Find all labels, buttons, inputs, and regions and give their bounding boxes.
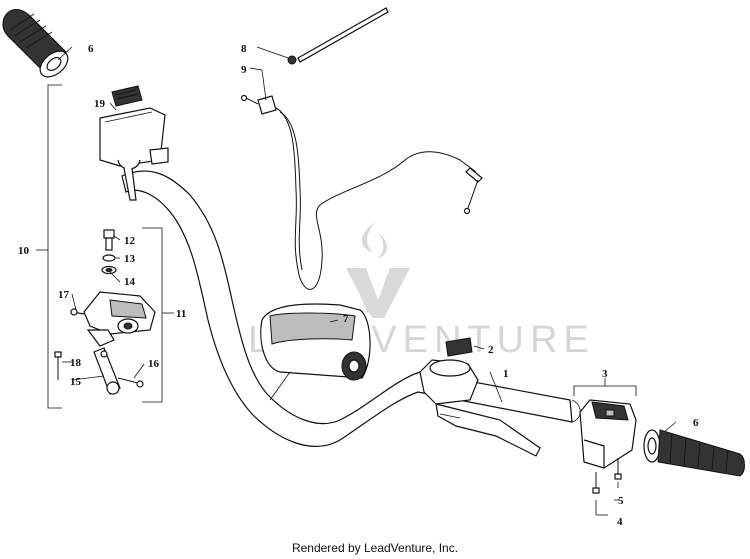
callout-10: 10	[18, 245, 30, 257]
callout-12: 12	[124, 235, 136, 247]
right-grip	[643, 429, 745, 477]
callout-16: 16	[148, 358, 160, 370]
callout-7: 7	[343, 313, 349, 325]
assembly-bracket-10	[36, 84, 62, 409]
callout-6-right: 6	[693, 417, 699, 429]
assembly-bracket-11	[142, 227, 174, 403]
callout-19: 19	[94, 98, 106, 110]
assembly-bracket-3	[573, 378, 637, 396]
brake-lever-assembly	[419, 337, 541, 457]
callout-5: 5	[618, 495, 624, 507]
leader-lines	[57, 46, 677, 516]
callout-13: 13	[124, 253, 136, 265]
handlebar-pad	[260, 303, 371, 401]
left-grip	[2, 9, 69, 78]
callout-4: 4	[617, 516, 623, 528]
callout-1: 1	[503, 368, 509, 380]
footer-credit: Rendered by LeadVenture, Inc.	[291, 541, 459, 555]
callout-15: 15	[70, 376, 82, 388]
callout-6-left: 6	[88, 43, 94, 55]
switch-housing	[579, 399, 637, 494]
callout-11: 11	[176, 308, 186, 320]
cable-tie	[287, 7, 389, 65]
watermark-logo	[346, 222, 410, 318]
callout-3: 3	[602, 368, 608, 380]
callout-2: 2	[488, 344, 494, 356]
callout-9: 9	[241, 64, 247, 76]
throttle-assembly-upper	[99, 107, 169, 201]
throttle-cable	[240, 94, 483, 290]
callout-14: 14	[124, 276, 136, 288]
label-sticker-19	[111, 85, 143, 107]
callout-8: 8	[241, 43, 247, 55]
callout-18: 18	[70, 357, 82, 369]
callout-17: 17	[58, 289, 70, 301]
throttle-housing-exploded	[54, 229, 156, 395]
